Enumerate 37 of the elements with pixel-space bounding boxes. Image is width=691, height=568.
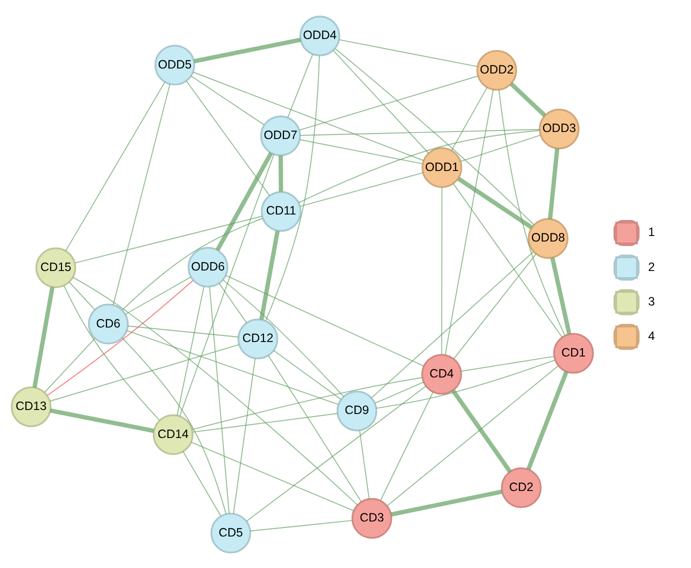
node-circle: CD11 (260, 190, 302, 232)
legend-label: 1 (648, 224, 655, 239)
connector (265, 54, 320, 321)
node-circle: CD4 (421, 353, 462, 394)
legend-label: 2 (648, 259, 655, 274)
connector (122, 336, 226, 514)
node-circle: CD13 (10, 386, 52, 427)
node-circle: CD14 (152, 414, 194, 454)
node-circle: CD6 (88, 303, 129, 344)
node-circle: ODD3 (538, 108, 580, 149)
connector (192, 71, 424, 160)
connector (122, 217, 264, 310)
node-circle: ODD7 (260, 115, 301, 156)
node-circle: ODD8 (528, 218, 568, 258)
connector (246, 385, 426, 522)
connector (222, 278, 344, 396)
connector (334, 48, 535, 225)
connector (370, 250, 534, 398)
node-circle: CD3 (351, 498, 392, 538)
legend-label: 4 (648, 328, 655, 343)
node-circle: CD5 (210, 512, 252, 553)
legend-label: 3 (648, 294, 655, 308)
node-circle: CD9 (336, 390, 378, 431)
connector (498, 88, 566, 336)
node-circle: ODD6 (188, 246, 228, 288)
connector (386, 364, 559, 506)
node-circle: CD15 (35, 246, 76, 288)
node-circle: CD12 (238, 318, 278, 359)
node-circle: ODD2 (476, 49, 518, 90)
connector (179, 153, 274, 416)
connector (225, 274, 424, 366)
node-circle: CD1 (553, 332, 594, 374)
connector (63, 284, 160, 420)
node-circle: ODD1 (422, 146, 462, 188)
node-circle: ODD5 (154, 44, 196, 85)
node-circle: ODD4 (300, 15, 340, 56)
node-circle: CD2 (500, 466, 542, 508)
